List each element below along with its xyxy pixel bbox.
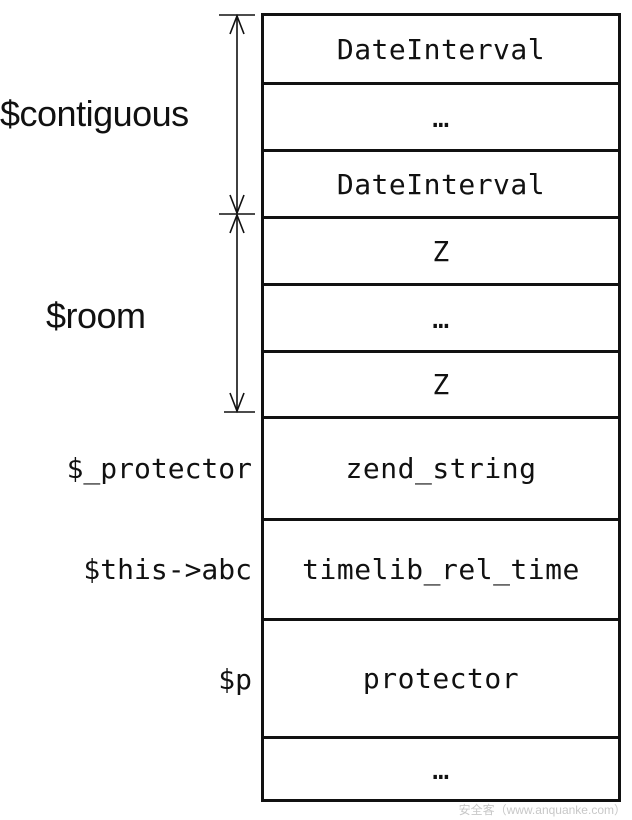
room-arrow-head-down bbox=[229, 392, 245, 414]
stack-cell-ellipsis-1: … bbox=[264, 82, 618, 149]
p-label: $p bbox=[218, 663, 252, 696]
stack-cell-dateinterval-top: DateInterval bbox=[336, 32, 546, 66]
stack-cell-dateinterval-bottom: DateInterval bbox=[264, 149, 618, 216]
stack-cell-protector: protector bbox=[264, 618, 618, 736]
stack-cell-z-bottom: Z bbox=[264, 350, 618, 416]
this-abc-label: $this->abc bbox=[83, 553, 252, 586]
room-arrow-head-up bbox=[229, 212, 245, 234]
stack-cell-ellipsis-3: … bbox=[264, 736, 618, 799]
protector-var-label: $_protector bbox=[66, 452, 252, 485]
contiguous-arrow-head-up bbox=[229, 13, 245, 35]
stack-cell-ellipsis-2: … bbox=[264, 283, 618, 350]
contiguous-label: $contiguous bbox=[0, 93, 189, 134]
stack-cell-zend-string: zend_string bbox=[264, 416, 618, 518]
room-label: $room bbox=[46, 295, 146, 336]
stack-cell-timelib-rel-time: timelib_rel_time bbox=[264, 518, 618, 618]
watermark: 安全客（www.anquanke.com） bbox=[458, 803, 626, 817]
stack-cell-z-top: Z bbox=[264, 216, 618, 283]
memory-stack: DateInterval … DateInterval Z … Z zend_s… bbox=[261, 13, 621, 802]
